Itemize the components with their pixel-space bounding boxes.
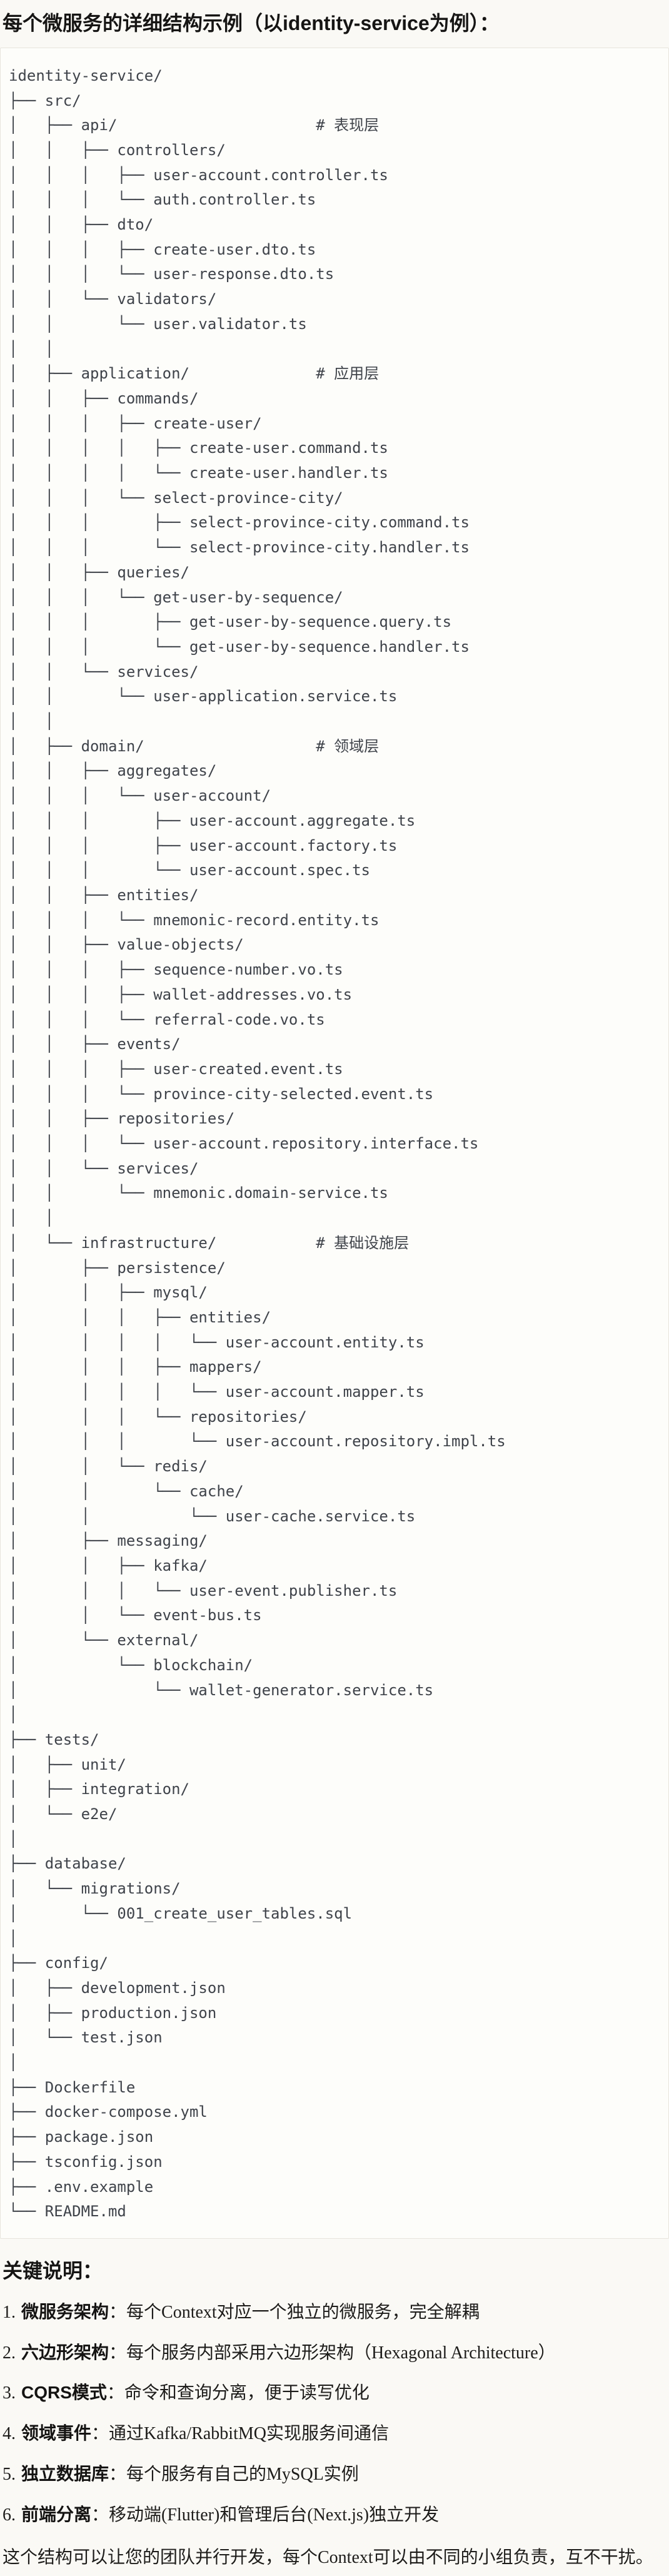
note-item-hexagonal: 2.六边形架构：每个服务内部采用六边形架构（Hexagonal Architec… [3, 2341, 664, 2365]
note-item-cqrs: 3.CQRS模式：命令和查询分离，便于读写优化 [3, 2381, 664, 2405]
note-item-database: 5.独立数据库：每个服务有自己的MySQL实例 [3, 2462, 664, 2487]
note-item-domain-events: 4.领域事件：通过Kafka/RabbitMQ实现服务间通信 [3, 2421, 664, 2446]
item-number: 5. [3, 2464, 16, 2484]
notes-list: 1.微服务架构：每个Context对应一个独立的微服务，完全解耦 2.六边形架构… [3, 2300, 664, 2527]
item-number: 2. [3, 2343, 16, 2363]
item-text: ：每个服务内部采用六边形架构（Hexagonal Architecture） [109, 2343, 556, 2363]
item-text: ：移动端(Flutter)和管理后台(Next.js)独立开发 [91, 2505, 440, 2525]
item-term: 前端分离 [21, 2504, 92, 2524]
page-title: 每个微服务的详细结构示例（以identity-service为例）： [3, 12, 500, 34]
item-text: ：每个服务有自己的MySQL实例 [109, 2464, 359, 2484]
closing-paragraph: 这个结构可以让您的团队并行开发，每个Context可以由不同的小组负责，互不干扰… [3, 2547, 653, 2567]
item-term: 独立数据库 [21, 2463, 109, 2483]
item-term: 微服务架构 [21, 2301, 109, 2321]
item-text: ：命令和查询分离，便于读写优化 [106, 2383, 370, 2403]
note-item-frontend: 6.前端分离：移动端(Flutter)和管理后台(Next.js)独立开发 [3, 2503, 664, 2527]
directory-tree-code-block: identity-service/ ├── src/ │ ├── api/ # … [0, 47, 669, 2239]
item-term: CQRS模式 [21, 2383, 107, 2403]
notes-heading: 关键说明： [3, 2259, 103, 2282]
note-item-microservice: 1.微服务架构：每个Context对应一个独立的微服务，完全解耦 [3, 2300, 664, 2325]
item-number: 6. [3, 2505, 16, 2525]
item-number: 3. [3, 2383, 16, 2403]
item-term: 领域事件 [21, 2423, 92, 2443]
directory-tree: identity-service/ ├── src/ │ ├── api/ # … [9, 66, 506, 2221]
item-text: ：每个Context对应一个独立的微服务，完全解耦 [109, 2302, 480, 2322]
item-term: 六边形架构 [21, 2342, 109, 2362]
item-number: 4. [3, 2424, 16, 2444]
item-number: 1. [3, 2302, 16, 2322]
item-text: ：通过Kafka/RabbitMQ实现服务间通信 [91, 2424, 389, 2444]
